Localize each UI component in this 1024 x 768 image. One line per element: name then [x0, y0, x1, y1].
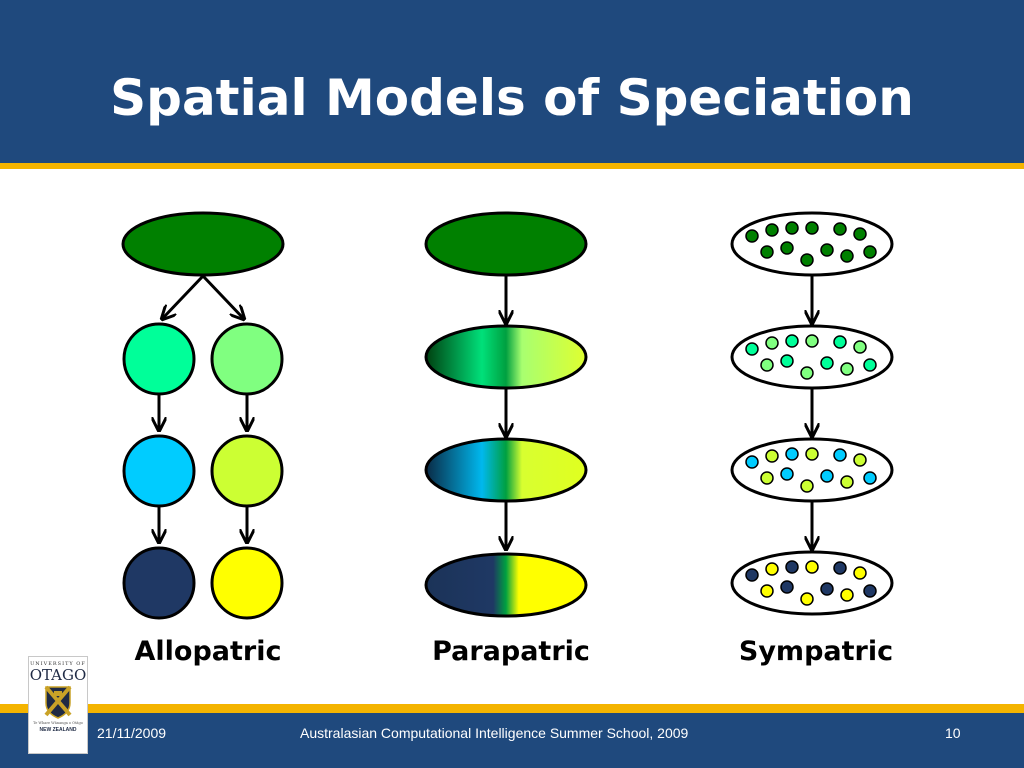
sympatric-individual [760, 358, 774, 372]
sympatric-individual [805, 221, 819, 235]
sympatric-individual [840, 362, 854, 376]
sympatric-individual [833, 448, 847, 462]
slide-title: Spatial Models of Speciation [110, 69, 914, 127]
logo-top-text: UNIVERSITY OF [30, 661, 86, 667]
label-parapatric: Parapatric [432, 636, 590, 667]
allopatric-population-a-stage2 [122, 434, 196, 508]
sympatric-individual [840, 475, 854, 489]
sympatric-individual [765, 223, 779, 237]
logo-name: OTAGO [29, 666, 87, 684]
sympatric-individual [820, 356, 834, 370]
sympatric-individual [853, 340, 867, 354]
speciation-diagram [121, 211, 894, 620]
sympatric-individual [820, 243, 834, 257]
allopatric-population-a-stage1 [122, 322, 196, 396]
sympatric-individual [765, 449, 779, 463]
slide-footer: 21/11/2009 Australasian Computational In… [0, 713, 1024, 768]
sympatric-individual [785, 221, 799, 235]
sympatric-individual [760, 584, 774, 598]
sympatric-individual [820, 582, 834, 596]
sympatric-individual [800, 366, 814, 380]
header-rule [0, 163, 1024, 169]
footer-rule [0, 704, 1024, 713]
allopatric-population-a-stage3 [122, 546, 196, 620]
parapatric-population-stage3 [424, 552, 588, 618]
sympatric-individual [805, 447, 819, 461]
sympatric-individual [833, 561, 847, 575]
allopatric-population-b-stage1 [210, 322, 284, 396]
university-crest-icon [44, 685, 72, 719]
sympatric-individual [760, 245, 774, 259]
university-logo: UNIVERSITY OF OTAGO Te Whare Wānanga o O… [28, 656, 88, 754]
sympatric-individual [800, 253, 814, 267]
footer-event: Australasian Computational Intelligence … [300, 725, 689, 741]
parapatric-population-stage2 [424, 437, 588, 503]
sympatric-individual [863, 358, 877, 372]
sympatric-populations [730, 211, 894, 616]
footer-page-number: 10 [945, 725, 961, 741]
label-allopatric: Allopatric [134, 636, 282, 667]
allopatric-split-arrow-right [201, 274, 243, 318]
allopatric-population-b-stage2 [210, 434, 284, 508]
sympatric-individual [745, 342, 759, 356]
sympatric-individual [840, 588, 854, 602]
sympatric-individual [853, 566, 867, 580]
sympatric-individual [800, 479, 814, 493]
sympatric-individual [760, 471, 774, 485]
allopatric-ancestor-population [121, 211, 285, 277]
sympatric-individual [800, 592, 814, 606]
sympatric-individual [745, 455, 759, 469]
sympatric-individual [785, 447, 799, 461]
parapatric-ancestor-population [424, 211, 588, 277]
sympatric-individual [765, 336, 779, 350]
allopatric-split-arrow-left [163, 274, 205, 318]
footer-date: 21/11/2009 [97, 725, 167, 741]
sympatric-individual [745, 229, 759, 243]
sympatric-individual [765, 562, 779, 576]
parapatric-population-stage1 [424, 324, 588, 390]
sympatric-individual [785, 560, 799, 574]
sympatric-individual [833, 222, 847, 236]
sympatric-individual [805, 560, 819, 574]
sympatric-individual [853, 453, 867, 467]
sympatric-individual [780, 467, 794, 481]
sympatric-individual [863, 471, 877, 485]
logo-motto: Te Whare Wānanga o Otāgo [33, 721, 83, 725]
sympatric-individual [853, 227, 867, 241]
sympatric-individual [863, 584, 877, 598]
sympatric-individual [863, 245, 877, 259]
logo-country: NEW ZEALAND [39, 727, 77, 733]
sympatric-individual [780, 580, 794, 594]
sympatric-individual [780, 241, 794, 255]
slide-header [0, 0, 1024, 163]
sympatric-individual [745, 568, 759, 582]
sympatric-individual [785, 334, 799, 348]
allopatric-population-b-stage3 [210, 546, 284, 620]
label-sympatric: Sympatric [738, 636, 894, 667]
sympatric-individual [820, 469, 834, 483]
sympatric-individual [833, 335, 847, 349]
sympatric-individual [840, 249, 854, 263]
sympatric-individual [805, 334, 819, 348]
sympatric-individual [780, 354, 794, 368]
